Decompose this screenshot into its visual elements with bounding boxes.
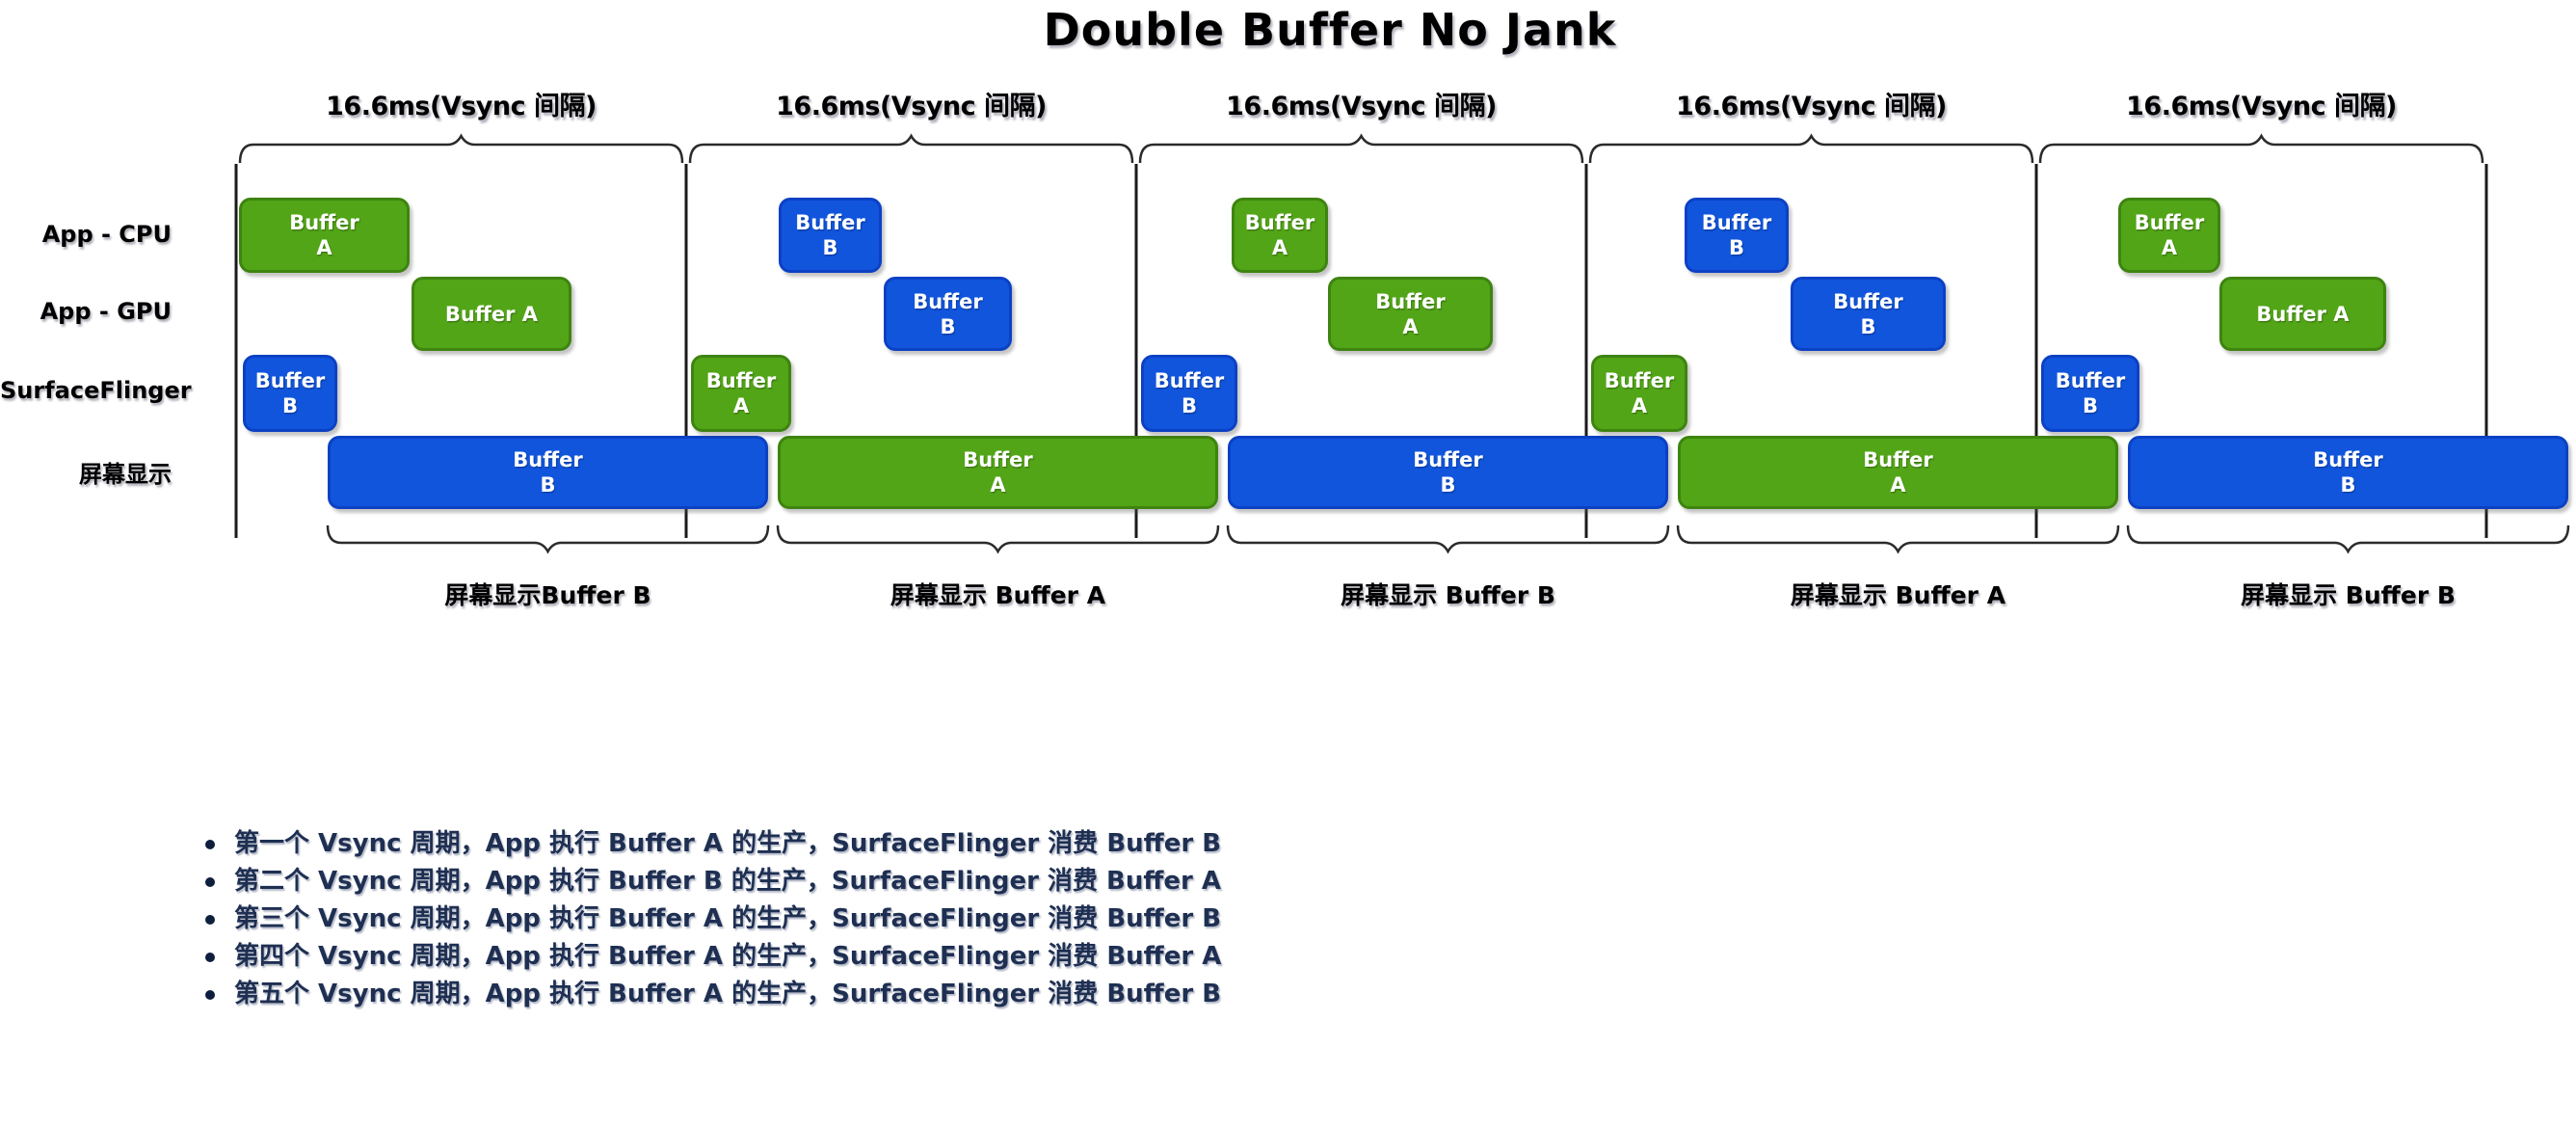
vsync-interval-label-1: 16.6ms(Vsync 间隔) xyxy=(326,92,597,121)
screen-bar-interval-1: Buffer B xyxy=(328,436,768,509)
screen-brace-bottom xyxy=(1676,524,2120,554)
block-surfaceflinger-interval-2: Buffer A xyxy=(691,355,791,432)
row-label-screen: 屏幕显示 xyxy=(79,461,172,488)
block-app-gpu-interval-1: Buffer A xyxy=(412,277,571,351)
block-surfaceflinger-interval-3: Buffer B xyxy=(1141,355,1237,432)
screen-caption-1: 屏幕显示Buffer B xyxy=(444,581,651,609)
block-app-cpu-interval-3: Buffer A xyxy=(1232,198,1328,273)
row-label-surfaceflinger: SurfaceFlinger xyxy=(0,377,192,404)
explanation-item-5: 第五个 Vsync 周期，App 执行 Buffer A 的生产，Surface… xyxy=(198,976,1450,1013)
diagram-title: Double Buffer No Jank xyxy=(1043,4,1617,56)
block-app-gpu-interval-5: Buffer A xyxy=(2219,277,2386,351)
screen-caption-2: 屏幕显示 Buffer A xyxy=(890,581,1106,609)
block-app-cpu-interval-1: Buffer A xyxy=(239,198,410,273)
vsync-interval-label-3: 16.6ms(Vsync 间隔) xyxy=(1226,92,1497,121)
explanation-list: 第一个 Vsync 周期，App 执行 Buffer A 的生产，Surface… xyxy=(198,825,1450,1013)
block-app-gpu-interval-2: Buffer B xyxy=(884,277,1012,351)
screen-caption-4: 屏幕显示 Buffer A xyxy=(1790,581,2006,609)
vsync-interval-label-2: 16.6ms(Vsync 间隔) xyxy=(776,92,1047,121)
screen-brace-bottom xyxy=(776,524,1220,554)
block-surfaceflinger-interval-5: Buffer B xyxy=(2041,355,2139,432)
screen-bar-interval-5: Buffer B xyxy=(2128,436,2568,509)
vsync-brace-top xyxy=(688,133,1134,164)
block-app-cpu-interval-4: Buffer B xyxy=(1685,198,1789,273)
screen-bar-interval-2: Buffer A xyxy=(778,436,1218,509)
vsync-brace-top xyxy=(238,133,684,164)
screen-caption-3: 屏幕显示 Buffer B xyxy=(1341,581,1555,609)
explanation-item-2: 第二个 Vsync 周期，App 执行 Buffer B 的生产，Surface… xyxy=(198,863,1450,900)
block-app-gpu-interval-3: Buffer A xyxy=(1328,277,1493,351)
block-surfaceflinger-interval-1: Buffer B xyxy=(243,355,337,432)
explanation-item-1: 第一个 Vsync 周期，App 执行 Buffer A 的生产，Surface… xyxy=(198,825,1450,863)
screen-bar-interval-4: Buffer A xyxy=(1678,436,2118,509)
block-app-cpu-interval-5: Buffer A xyxy=(2118,198,2220,273)
vsync-brace-top xyxy=(1588,133,2034,164)
screen-caption-5: 屏幕显示 Buffer B xyxy=(2241,581,2456,609)
block-app-gpu-interval-4: Buffer B xyxy=(1791,277,1946,351)
screen-brace-bottom xyxy=(326,524,770,554)
explanation-item-3: 第三个 Vsync 周期，App 执行 Buffer A 的生产，Surface… xyxy=(198,900,1450,938)
screen-bar-interval-3: Buffer B xyxy=(1228,436,1668,509)
vsync-brace-top xyxy=(2038,133,2484,164)
block-app-cpu-interval-2: Buffer B xyxy=(779,198,882,273)
vsync-brace-top xyxy=(1138,133,1584,164)
screen-brace-bottom xyxy=(2126,524,2570,554)
vsync-interval-label-5: 16.6ms(Vsync 间隔) xyxy=(2126,92,2397,121)
row-label-app-gpu: App - GPU xyxy=(40,298,172,325)
row-label-app-cpu: App - CPU xyxy=(41,221,172,248)
explanation-item-4: 第四个 Vsync 周期，App 执行 Buffer A 的生产，Surface… xyxy=(198,938,1450,976)
vsync-interval-label-4: 16.6ms(Vsync 间隔) xyxy=(1676,92,1947,121)
screen-brace-bottom xyxy=(1226,524,1670,554)
block-surfaceflinger-interval-4: Buffer A xyxy=(1591,355,1687,432)
